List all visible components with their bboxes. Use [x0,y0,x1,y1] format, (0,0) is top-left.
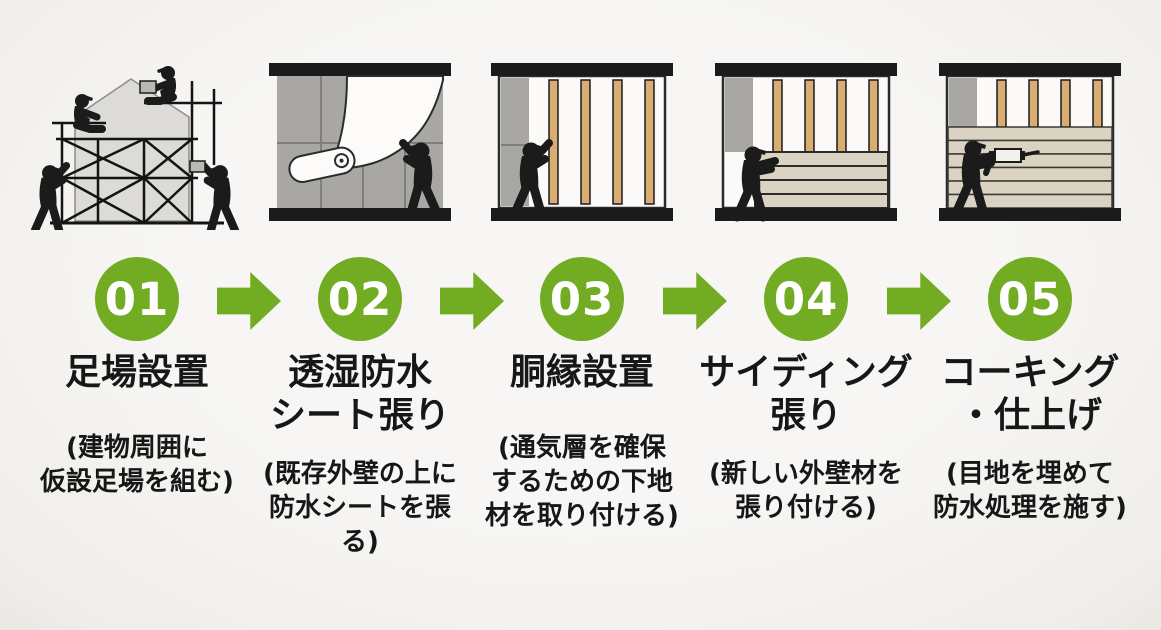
step-description: (目地を埋めて 防水処理を施す) [933,459,1127,523]
step-title: サイディング 張り [699,352,913,437]
furring-strips [548,79,655,205]
step-number-badge: 05 [988,257,1072,341]
step-number-badge: 04 [764,257,848,341]
caulking-gun-icon [983,148,1040,176]
worker-icon [204,165,235,230]
step-column-1: 01 足場設置 (建物周囲に 仮設足場を組む) [22,0,252,630]
step-title: 透湿防水 シート張り [269,352,450,437]
siding-boards [947,126,1113,209]
siding-installation-illustration [715,63,897,230]
step-column-3: 03 胴縁設置 (通気層を確保 するための下地 材を取り付ける) [467,0,697,630]
existing-wall-strip [725,78,753,152]
step-column-2: 02 透湿防水 シート張り (既存外壁の上に 防水シートを張 る) [245,0,475,630]
caulking-illustration [939,63,1121,221]
scaffolding-illustration [22,55,252,230]
existing-wall-strip [949,78,977,127]
step-description: (新しい外壁材を 張り付ける) [709,459,903,523]
step-description: (建物周囲に 仮設足場を組む) [40,433,234,497]
panel-board-icon [139,80,157,94]
step-number-badge: 01 [95,257,179,341]
top-rail [269,63,451,76]
step-column-4: 04 サイディング 張り (新しい外壁材を 張り付ける) [691,0,921,630]
step-title: コーキング ・仕上げ [940,352,1120,437]
top-rail [715,63,897,76]
top-rail [491,63,673,76]
step-number-badge: 02 [318,257,402,341]
step-description: (通気層を確保 するための下地 材を取り付ける) [485,433,679,531]
step-title: 足場設置 [64,352,209,393]
furring-strips-illustration [491,63,673,221]
step-number-badge: 03 [540,257,624,341]
sheet-drape [327,75,444,169]
bottom-rail [269,208,451,221]
sheet-roll-icon [288,146,356,183]
step-column-5: 05 コーキング ・仕上げ (目地を埋めて 防水処理を施す) [915,0,1145,630]
house-shape [74,78,190,222]
panel-board-icon [189,160,206,173]
step-description: (既存外壁の上に 防水シートを張 る) [263,459,457,557]
top-rail [939,63,1121,76]
step-title: 胴縁設置 [509,352,654,393]
bottom-rail [939,208,1121,221]
waterproof-sheet-illustration [269,63,451,221]
